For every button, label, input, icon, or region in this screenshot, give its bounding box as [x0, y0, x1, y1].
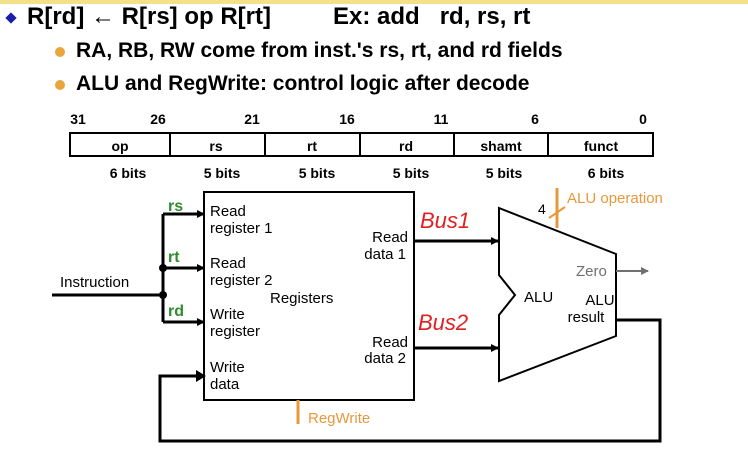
- field-op: op: [111, 138, 128, 154]
- field-width: 5 bits: [393, 165, 430, 181]
- write-register-label: register: [210, 323, 260, 340]
- field-width: 6 bits: [110, 165, 147, 181]
- zero-label: Zero: [576, 263, 607, 280]
- read-data-1-label: data 1: [364, 246, 406, 263]
- alu-result-label: result: [568, 309, 606, 326]
- bus1-annotation: Bus1: [420, 208, 470, 233]
- rs-tap-label: rs: [168, 198, 183, 215]
- regwrite-label: RegWrite: [308, 410, 370, 427]
- junction-dot: [159, 291, 167, 299]
- bullet-text-2: ALU and RegWrite: control logic after de…: [76, 72, 530, 95]
- bit-position: 11: [434, 111, 449, 127]
- field-width: 5 bits: [299, 165, 336, 181]
- field-funct: funct: [584, 138, 619, 154]
- write-data-label: Write: [210, 359, 245, 376]
- instruction-label: Instruction: [60, 274, 129, 291]
- bit-position: 26: [150, 111, 166, 127]
- alu-operation-width: 4: [538, 201, 546, 217]
- alu-result-label: ALU: [585, 292, 614, 309]
- rt-tap-label: rt: [168, 249, 180, 266]
- register-file-block: [203, 191, 415, 401]
- bullet-text-1: RA, RB, RW come from inst.'s rs, rt, and…: [76, 39, 563, 62]
- field-width: 6 bits: [588, 165, 625, 181]
- write-back-arrowhead: [196, 370, 206, 382]
- slide-title: R[rd] ← R[rs] op R[rt]: [27, 3, 271, 30]
- alu-operation-label: ALU operation: [567, 190, 663, 207]
- read-data-2-label: data 2: [364, 350, 406, 367]
- registers-title: Registers: [270, 290, 333, 307]
- field-width: 5 bits: [486, 165, 523, 181]
- bit-position: 0: [639, 111, 647, 127]
- write-data-label: data: [210, 376, 240, 393]
- instruction-bus: Instruction rs rt rd: [52, 198, 205, 326]
- junction-dot: [159, 264, 167, 272]
- bit-position: 21: [244, 111, 260, 127]
- write-back-wire: [158, 318, 662, 443]
- bit-position: 6: [531, 111, 539, 127]
- bus-width-tick: [548, 206, 566, 219]
- instruction-format: 31 26 21 16 11 6 0 op rs rt rd shamt fun…: [69, 111, 654, 181]
- read-register-2-label: register 2: [210, 272, 273, 289]
- slide-top-border: [0, 0, 748, 4]
- bit-position: 31: [70, 111, 86, 127]
- bullet-dot-icon: [55, 47, 65, 57]
- rd-tap-label: rd: [168, 303, 184, 320]
- field-rs: rs: [209, 138, 222, 154]
- write-register-label: Write: [210, 306, 245, 323]
- read-register-2-label: Read: [210, 255, 246, 272]
- read-data-2-label: Read: [372, 334, 408, 351]
- read-register-1-label: Read: [210, 203, 246, 220]
- read-register-1-label: register 1: [210, 220, 273, 237]
- format-box: [69, 132, 654, 157]
- field-rt: rt: [307, 138, 317, 154]
- slide-example: Ex: add rd, rs, rt: [333, 3, 531, 30]
- field-width: 5 bits: [204, 165, 241, 181]
- field-rd: rd: [399, 138, 413, 154]
- bullet-dot-icon: [55, 80, 65, 90]
- alu-block: [498, 206, 617, 383]
- read-data-1-label: Read: [372, 229, 408, 246]
- bus2-annotation: Bus2: [418, 310, 468, 335]
- alu-label: ALU: [524, 289, 553, 306]
- field-shamt: shamt: [480, 138, 522, 154]
- bit-position: 16: [339, 111, 355, 127]
